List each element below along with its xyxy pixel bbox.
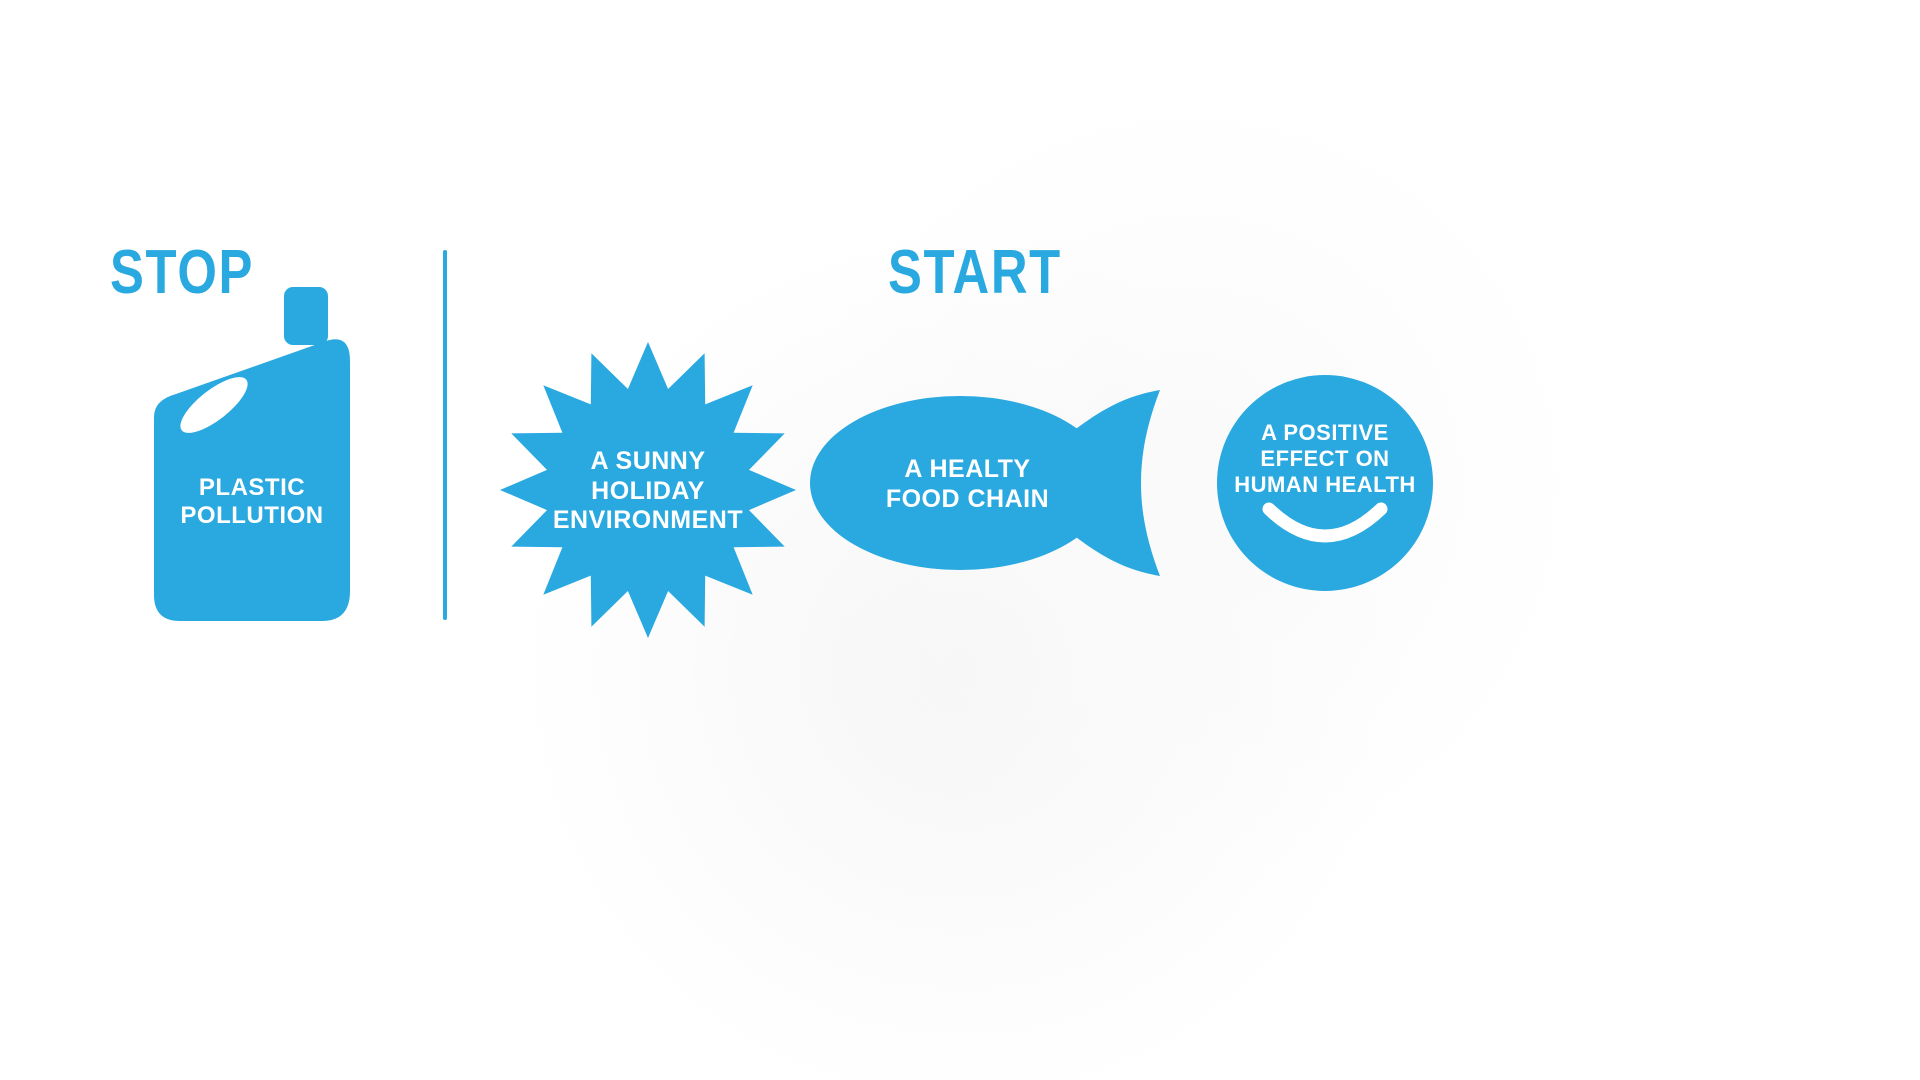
start-heading: START [888, 238, 1062, 307]
smiley-label: A POSITIVE EFFECT ON HUMAN HEALTH [1234, 420, 1416, 497]
fish-icon [810, 390, 1160, 576]
smiley-face-icon [1217, 375, 1433, 591]
divider-line [443, 250, 447, 620]
stop-heading: STOP [110, 238, 255, 307]
sunburst-icon [500, 342, 796, 638]
bottle-label: PLASTIC POLLUTION [180, 474, 324, 530]
fish-label: A HEALTY FOOD CHAIN [885, 455, 1050, 513]
sun-label: A SUNNY HOLIDAY ENVIRONMENT [552, 447, 744, 534]
plastic-bottle-icon [154, 287, 350, 621]
